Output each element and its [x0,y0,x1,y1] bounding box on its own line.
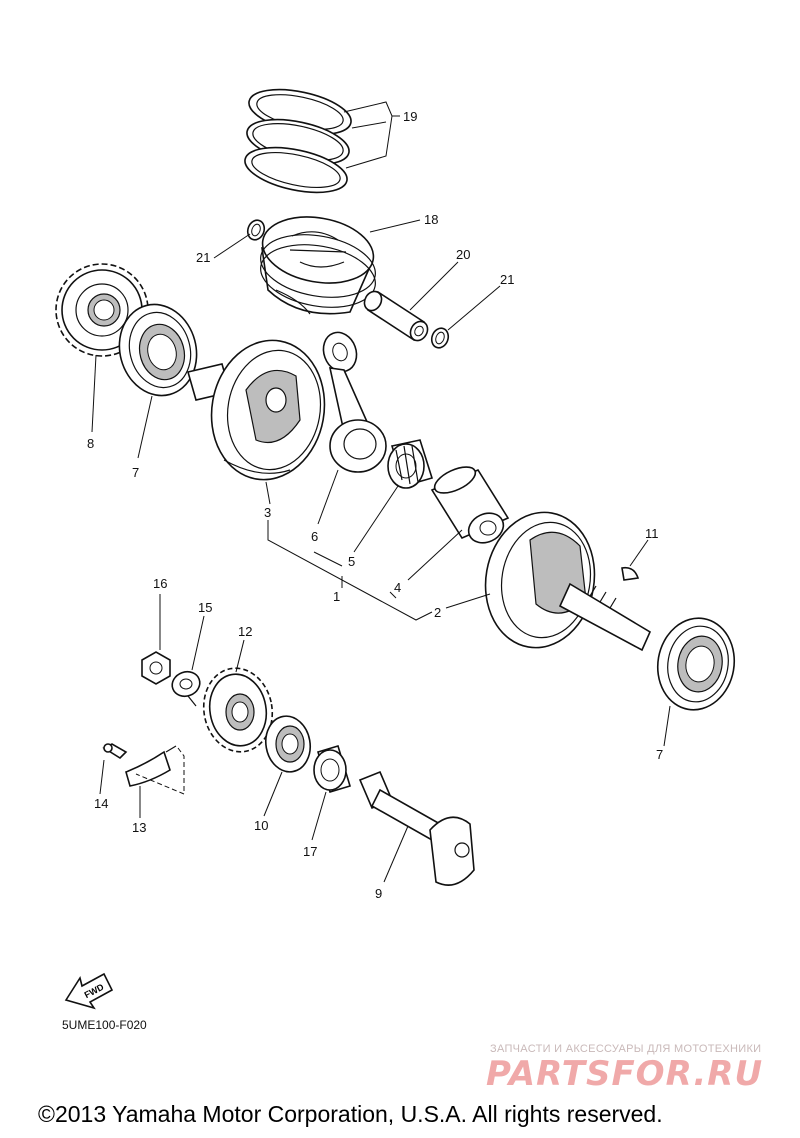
piston-pin-part[interactable] [361,288,431,343]
callout-11: 11 [645,526,659,541]
callout-3: 3 [264,505,271,520]
crank-bearing-right-part[interactable] [651,612,742,716]
callout-1: 1 [333,589,340,604]
watermark-tagline: ЗАПЧАСТИ И АКСЕССУАРЫ ДЛЯ МОТОТЕХНИКИ [490,1043,762,1055]
callout-labels: 19 18 21 20 21 8 7 3 6 5 4 1 2 11 7 16 1… [87,109,663,901]
callout-19: 19 [403,109,417,124]
callout-9: 9 [375,886,382,901]
piston-rings-part[interactable] [241,82,355,201]
callout-17: 17 [303,844,317,859]
connecting-rod-part[interactable] [318,328,387,473]
balancer-stopper-part[interactable] [125,745,177,787]
lock-washer-part[interactable] [169,668,204,707]
balancer-drive-gear-part[interactable] [197,663,279,758]
callout-15: 15 [198,600,212,615]
piston-pin-clip-left-part[interactable] [245,218,267,242]
callout-20: 20 [456,247,470,262]
callout-7-left: 7 [132,465,139,480]
diagram-code: 5UME100-F020 [62,1018,147,1032]
crank-bearing-left-part[interactable] [109,296,206,405]
callout-6: 6 [311,529,318,544]
forward-direction-arrow-icon: FWD [64,972,114,1010]
callout-13: 13 [132,820,146,835]
balancer-bearing-left-part[interactable] [261,713,314,776]
crank-pin-bearing-part[interactable] [387,439,434,489]
callout-16: 16 [153,576,167,591]
callout-21-left: 21 [196,250,210,265]
piston-pin-clip-right-part[interactable] [429,326,451,350]
nut-part[interactable] [141,651,171,685]
callout-14: 14 [94,796,108,811]
balancer-shaft-part[interactable] [358,770,475,886]
bolt-part[interactable] [102,743,128,760]
crank-pin-part[interactable] [430,462,510,549]
leader-lines [91,101,671,883]
callout-8: 8 [87,436,94,451]
callout-4: 4 [394,580,401,595]
watermark-brand: PARTSFOR.RU [486,1054,764,1094]
callout-7-right: 7 [656,747,663,762]
woodruff-key-part[interactable] [621,566,640,581]
crankshaft-right-part[interactable] [475,504,652,657]
callout-10: 10 [254,818,268,833]
callout-21-right: 21 [500,272,514,287]
crankshaft-left-part[interactable] [187,331,335,488]
callout-5: 5 [348,554,355,569]
piston-part[interactable] [256,209,381,316]
copyright-notice: ©2013 Yamaha Motor Corporation, U.S.A. A… [38,1101,663,1127]
callout-12: 12 [238,624,252,639]
callout-2: 2 [434,605,441,620]
callout-18: 18 [424,212,438,227]
balancer-needle-bearing-part[interactable] [313,745,351,793]
